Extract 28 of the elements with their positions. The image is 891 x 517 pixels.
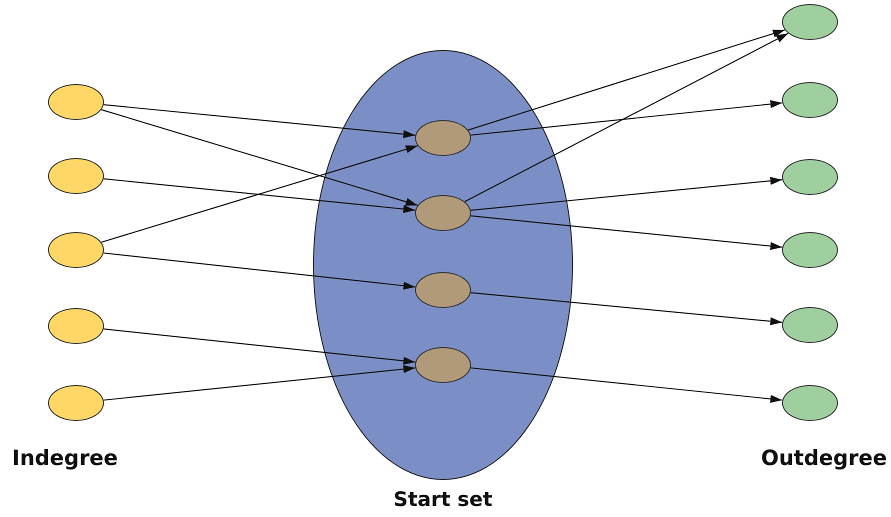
circle-node	[48, 308, 104, 344]
arrow	[470, 176, 782, 211]
arrow	[104, 252, 416, 290]
circle-node	[782, 232, 838, 268]
circle-node	[782, 82, 838, 118]
circle-node	[48, 84, 104, 120]
circle-node	[782, 385, 838, 421]
circle-node	[782, 307, 838, 343]
arrow	[470, 367, 782, 403]
arrow	[104, 178, 416, 213]
column-label: Outdegree	[761, 446, 887, 470]
arrow	[101, 109, 418, 206]
arrow	[101, 145, 418, 243]
arrow	[104, 365, 416, 401]
arrow	[104, 104, 416, 138]
arrow	[464, 32, 788, 202]
arrow	[468, 29, 786, 131]
circle-node	[48, 158, 104, 194]
set-title: Start set	[392, 487, 494, 511]
column-label: Indegree	[12, 446, 118, 470]
arrow	[470, 100, 782, 136]
circle-node	[782, 159, 838, 195]
arrow	[470, 215, 782, 250]
arrow	[104, 328, 416, 365]
circle-node	[48, 232, 104, 268]
circle-node	[48, 385, 104, 421]
circle-node	[782, 4, 838, 40]
arrow	[470, 292, 782, 326]
